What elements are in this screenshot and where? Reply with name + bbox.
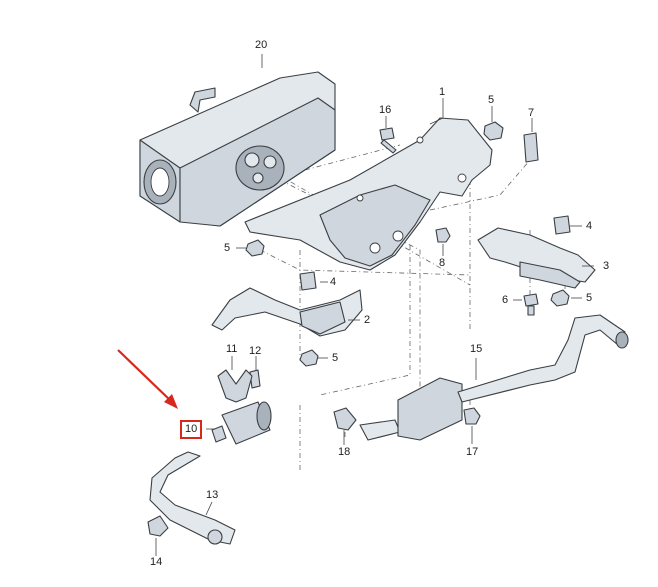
nut-5-right (550, 289, 570, 307)
mount-4-right (553, 215, 571, 235)
nut-5-left (245, 239, 265, 257)
callout-14: 14 (150, 556, 163, 568)
callout-7: 7 (528, 107, 535, 119)
callout-5-middle: 5 (332, 352, 339, 364)
callout-5-top: 5 (488, 94, 495, 106)
callout-11: 11 (226, 343, 238, 355)
heater-unit (139, 71, 336, 227)
callout-20: 20 (255, 39, 268, 51)
nut-5-middle (299, 349, 319, 367)
callout-4-right: 4 (586, 220, 593, 232)
callout-12: 12 (249, 345, 262, 357)
nut-5-top (483, 121, 504, 141)
callout-1: 1 (439, 86, 446, 98)
nut-17 (463, 407, 481, 425)
callout-18: 18 (338, 446, 351, 458)
callout-5-left: 5 (224, 242, 231, 254)
leader-lines (155, 54, 594, 556)
hose-clamp-18 (333, 407, 357, 431)
highlight-arrow (117, 349, 178, 409)
bolt-6 (523, 293, 539, 316)
clamp-bracket (217, 369, 253, 403)
hose (149, 451, 236, 545)
callout-4-middle: 4 (330, 276, 337, 288)
lower-bracket (211, 287, 363, 337)
bolt-16 (379, 127, 397, 154)
callout-16: 16 (379, 104, 392, 116)
exhaust-pipe (359, 314, 629, 441)
callout-6: 6 (502, 294, 509, 306)
callout-17: 17 (466, 446, 479, 458)
callout-2: 2 (364, 314, 371, 326)
side-bracket (477, 227, 596, 289)
heat-shield-bracket (244, 117, 493, 271)
hose-clamp-14 (147, 515, 169, 537)
callout-15: 15 (470, 343, 483, 355)
bolt-7 (523, 132, 539, 163)
mount-4-middle (299, 271, 317, 291)
callout-10-highlighted: 10 (180, 420, 203, 439)
nut-8 (435, 227, 451, 243)
hardware (245, 121, 571, 425)
fuel-filter (211, 401, 272, 445)
callout-5-right: 5 (586, 292, 593, 304)
callout-8: 8 (439, 257, 446, 269)
callout-13: 13 (206, 489, 219, 501)
bolt-12 (249, 369, 261, 389)
callout-3: 3 (603, 260, 610, 272)
